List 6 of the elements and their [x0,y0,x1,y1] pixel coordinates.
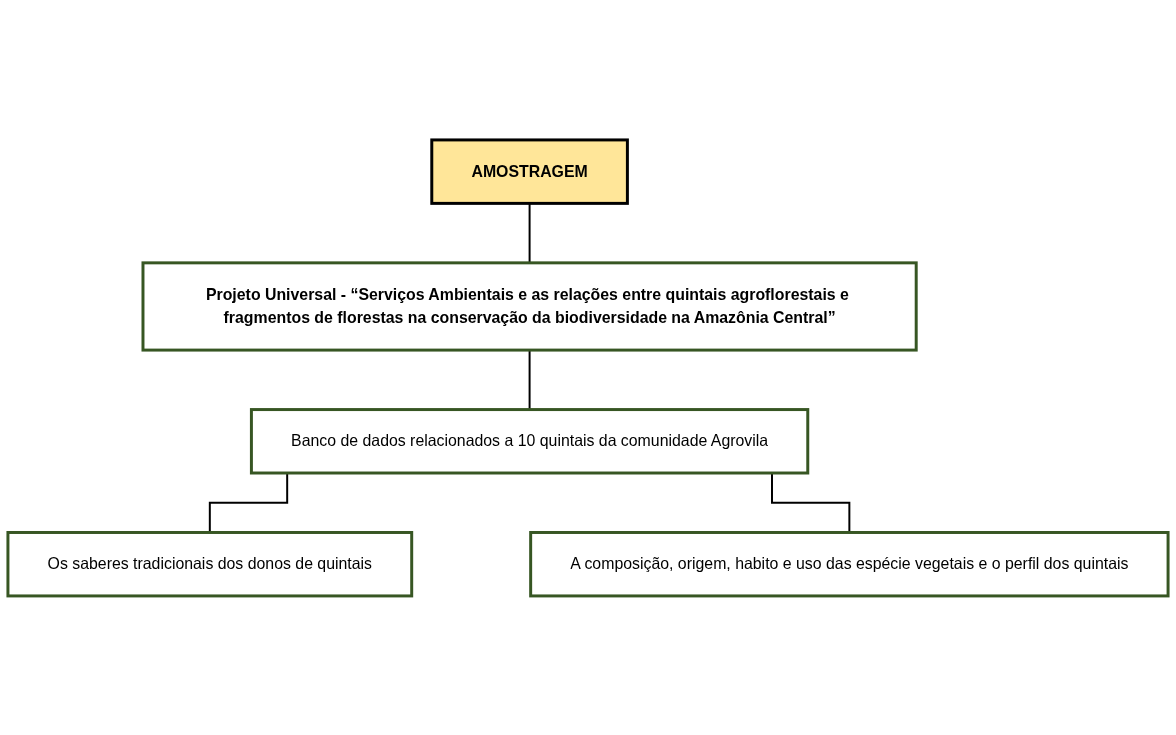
node-box [249,407,810,475]
node-box [6,530,414,597]
flowchart: AMOSTRAGEM Projeto Universal - “Serviços Ambientais e as relações entre quintais agroflorestais e fragmentos de florestas na conservação da biodiversidade na Amazônia Central” Banco de dados relacionados a 10 quintais da comunidade Agrovila Os saberes tradicionais dos donos de quintais A composição, origem, habito e uso das espécie vegetais e o perfil dos quintais [0,131,1176,604]
node-box [529,530,1170,597]
node-box [430,138,629,205]
node-box [141,260,918,352]
